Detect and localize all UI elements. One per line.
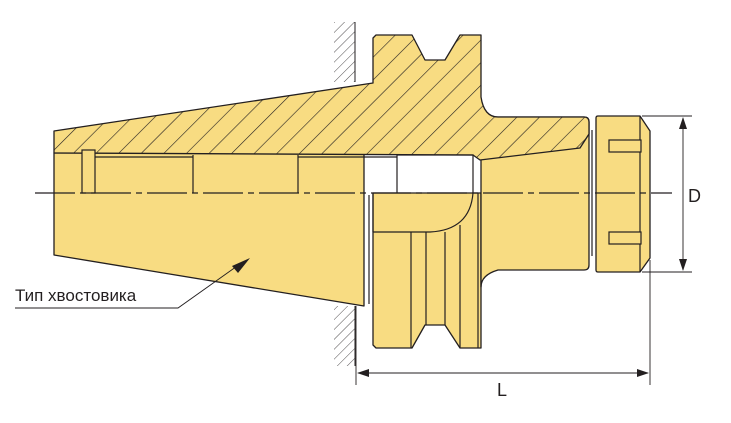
collet-nut[interactable] (595, 115, 651, 273)
dimension-l-label: L (497, 380, 508, 400)
taper-shank-lower (53, 152, 365, 307)
shank-leader-line (15, 263, 241, 309)
machine-spindle-wall (334, 22, 356, 366)
dimension-d-label: D (688, 186, 701, 206)
shank-type-label: Тип хвостовика (15, 286, 137, 305)
leader-arrow-icon (232, 258, 250, 273)
